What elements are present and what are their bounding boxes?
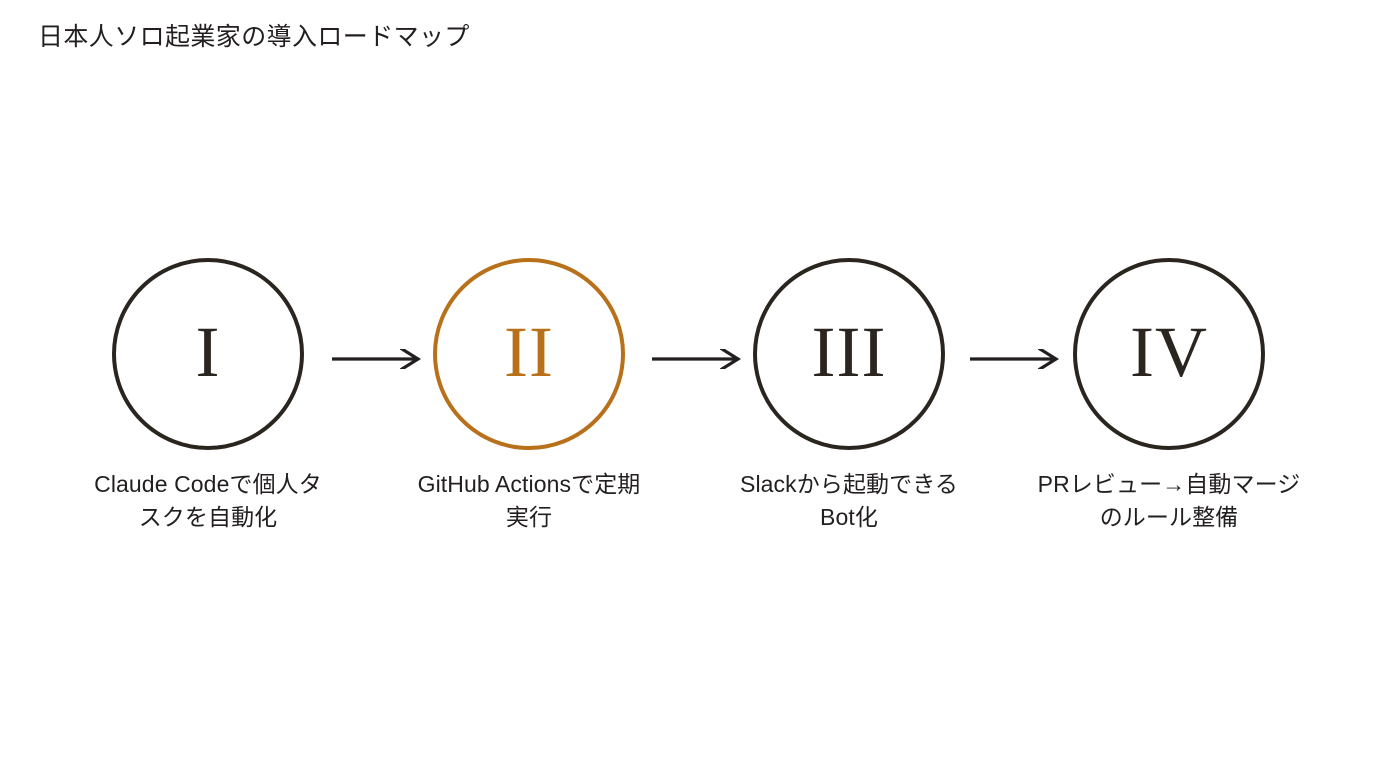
step-4-label: PRレビュー→自動マージのルール整備 [1037, 471, 1301, 531]
step-2-circle: II [433, 258, 625, 450]
arrow-icon-step-3-to-4 [968, 349, 1068, 369]
page-title: 日本人ソロ起業家の導入ロードマップ [38, 23, 470, 51]
roadmap-step-2[interactable]: II GitHub Actionsで定期実行 [369, 258, 689, 578]
step-2-numeral: II [504, 312, 554, 392]
roadmap-step-4[interactable]: IV PRレビュー→自動マージのルール整備 [1009, 258, 1329, 578]
step-2-label: GitHub Actionsで定期実行 [417, 471, 641, 531]
step-1-circle: I [112, 258, 304, 450]
step-4-circle: IV [1073, 258, 1265, 450]
arrow-icon-step-2-to-3 [650, 349, 750, 369]
arrow-icon-step-1-to-2 [330, 349, 430, 369]
step-3-numeral: III [811, 312, 887, 392]
roadmap-step-1[interactable]: I Claude Codeで個人タスクを自動化 [48, 258, 368, 578]
roadmap-step-3[interactable]: III Slackから起動できるBot化 [689, 258, 1009, 578]
roadmap-diagram: I Claude Codeで個人タスクを自動化 II GitHub Action… [0, 258, 1376, 578]
step-1-label: Claude Codeで個人タスクを自動化 [94, 471, 322, 531]
step-1-numeral: I [195, 312, 221, 392]
step-4-numeral: IV [1130, 312, 1208, 392]
step-3-label: Slackから起動できるBot化 [740, 471, 958, 531]
step-3-circle: III [753, 258, 945, 450]
